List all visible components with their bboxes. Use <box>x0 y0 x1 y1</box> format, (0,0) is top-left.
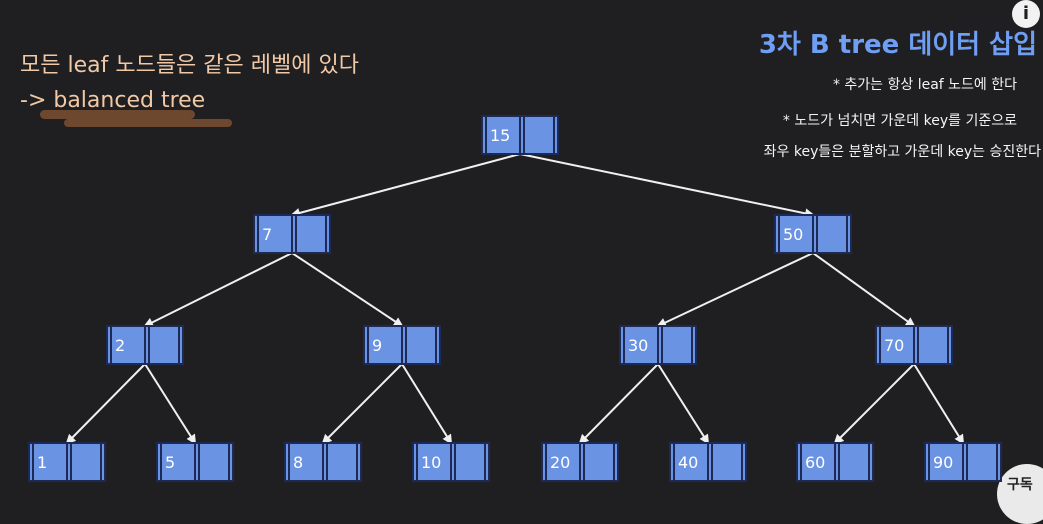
node-key-label: 40 <box>678 453 698 472</box>
edge-n70-n90 <box>913 363 965 445</box>
node-key-label: 2 <box>115 336 125 355</box>
node-key-label: 50 <box>783 225 803 244</box>
highlight-stroke <box>64 119 232 127</box>
edge-n15-n50 <box>519 153 815 219</box>
tree-node-7: 7 <box>253 214 331 254</box>
tree-node-70: 70 <box>875 325 953 365</box>
edge-n50-n70 <box>812 252 916 328</box>
subscribe-label: 구독 <box>1007 477 1033 493</box>
tree-node-20: 20 <box>541 442 619 482</box>
tree-node-2: 2 <box>106 325 184 365</box>
edge-n30-n20 <box>578 363 659 445</box>
node-key-label: 30 <box>628 336 648 355</box>
tree-node-5: 5 <box>156 442 234 482</box>
edge-n7-n2 <box>143 252 293 327</box>
node-key-label: 90 <box>933 453 953 472</box>
tree-node-15: 15 <box>481 115 559 155</box>
tree-node-50: 50 <box>774 214 852 254</box>
node-key-label: 20 <box>550 453 570 472</box>
tree-node-9: 9 <box>363 325 441 365</box>
edge-n7-n9 <box>291 252 404 328</box>
node-key-label: 15 <box>490 126 510 145</box>
node-key-label: 8 <box>293 453 303 472</box>
note-leaf-level: 모든 leaf 노드들은 같은 레벨에 있다 <box>20 53 359 78</box>
edge-n2-n1 <box>65 363 146 445</box>
edge-n70-n60 <box>833 363 915 445</box>
node-key-label: 60 <box>805 453 825 472</box>
tree-node-40: 40 <box>669 442 747 482</box>
edge-n9-n10 <box>401 363 453 445</box>
diagram-title: 3차 B tree 데이터 삽입 <box>758 30 1037 60</box>
tree-node-30: 30 <box>619 325 697 365</box>
node-key-label: 70 <box>884 336 904 355</box>
node-key-label: 1 <box>37 453 47 472</box>
rule-overflow: * 노드가 넘치면 가운데 key를 기준으로 <box>782 113 1017 129</box>
node-key-label: 7 <box>262 225 272 244</box>
tree-node-10: 10 <box>412 442 490 482</box>
note-balanced-tree: -> balanced tree <box>20 88 206 113</box>
rule-insert-leaf: * 추가는 항상 leaf 노드에 한다 <box>832 77 1017 93</box>
tree-node-8: 8 <box>284 442 362 482</box>
node-key-label: 10 <box>421 453 441 472</box>
info-icon[interactable]: i <box>1012 0 1040 28</box>
edge-n9-n8 <box>321 363 403 445</box>
tree-node-90: 90 <box>924 442 1002 482</box>
edge-n15-n7 <box>290 153 521 218</box>
edge-n50-n30 <box>656 252 814 328</box>
edge-n2-n5 <box>144 363 197 445</box>
node-key-label: 9 <box>372 336 382 355</box>
tree-node-1: 1 <box>28 442 106 482</box>
edge-n30-n40 <box>657 363 710 445</box>
rule-split-promote: 좌우 key들은 분할하고 가운데 key는 승진한다 <box>763 144 1041 160</box>
node-key-label: 5 <box>165 453 175 472</box>
highlight-stroke <box>40 110 195 119</box>
tree-node-60: 60 <box>796 442 874 482</box>
